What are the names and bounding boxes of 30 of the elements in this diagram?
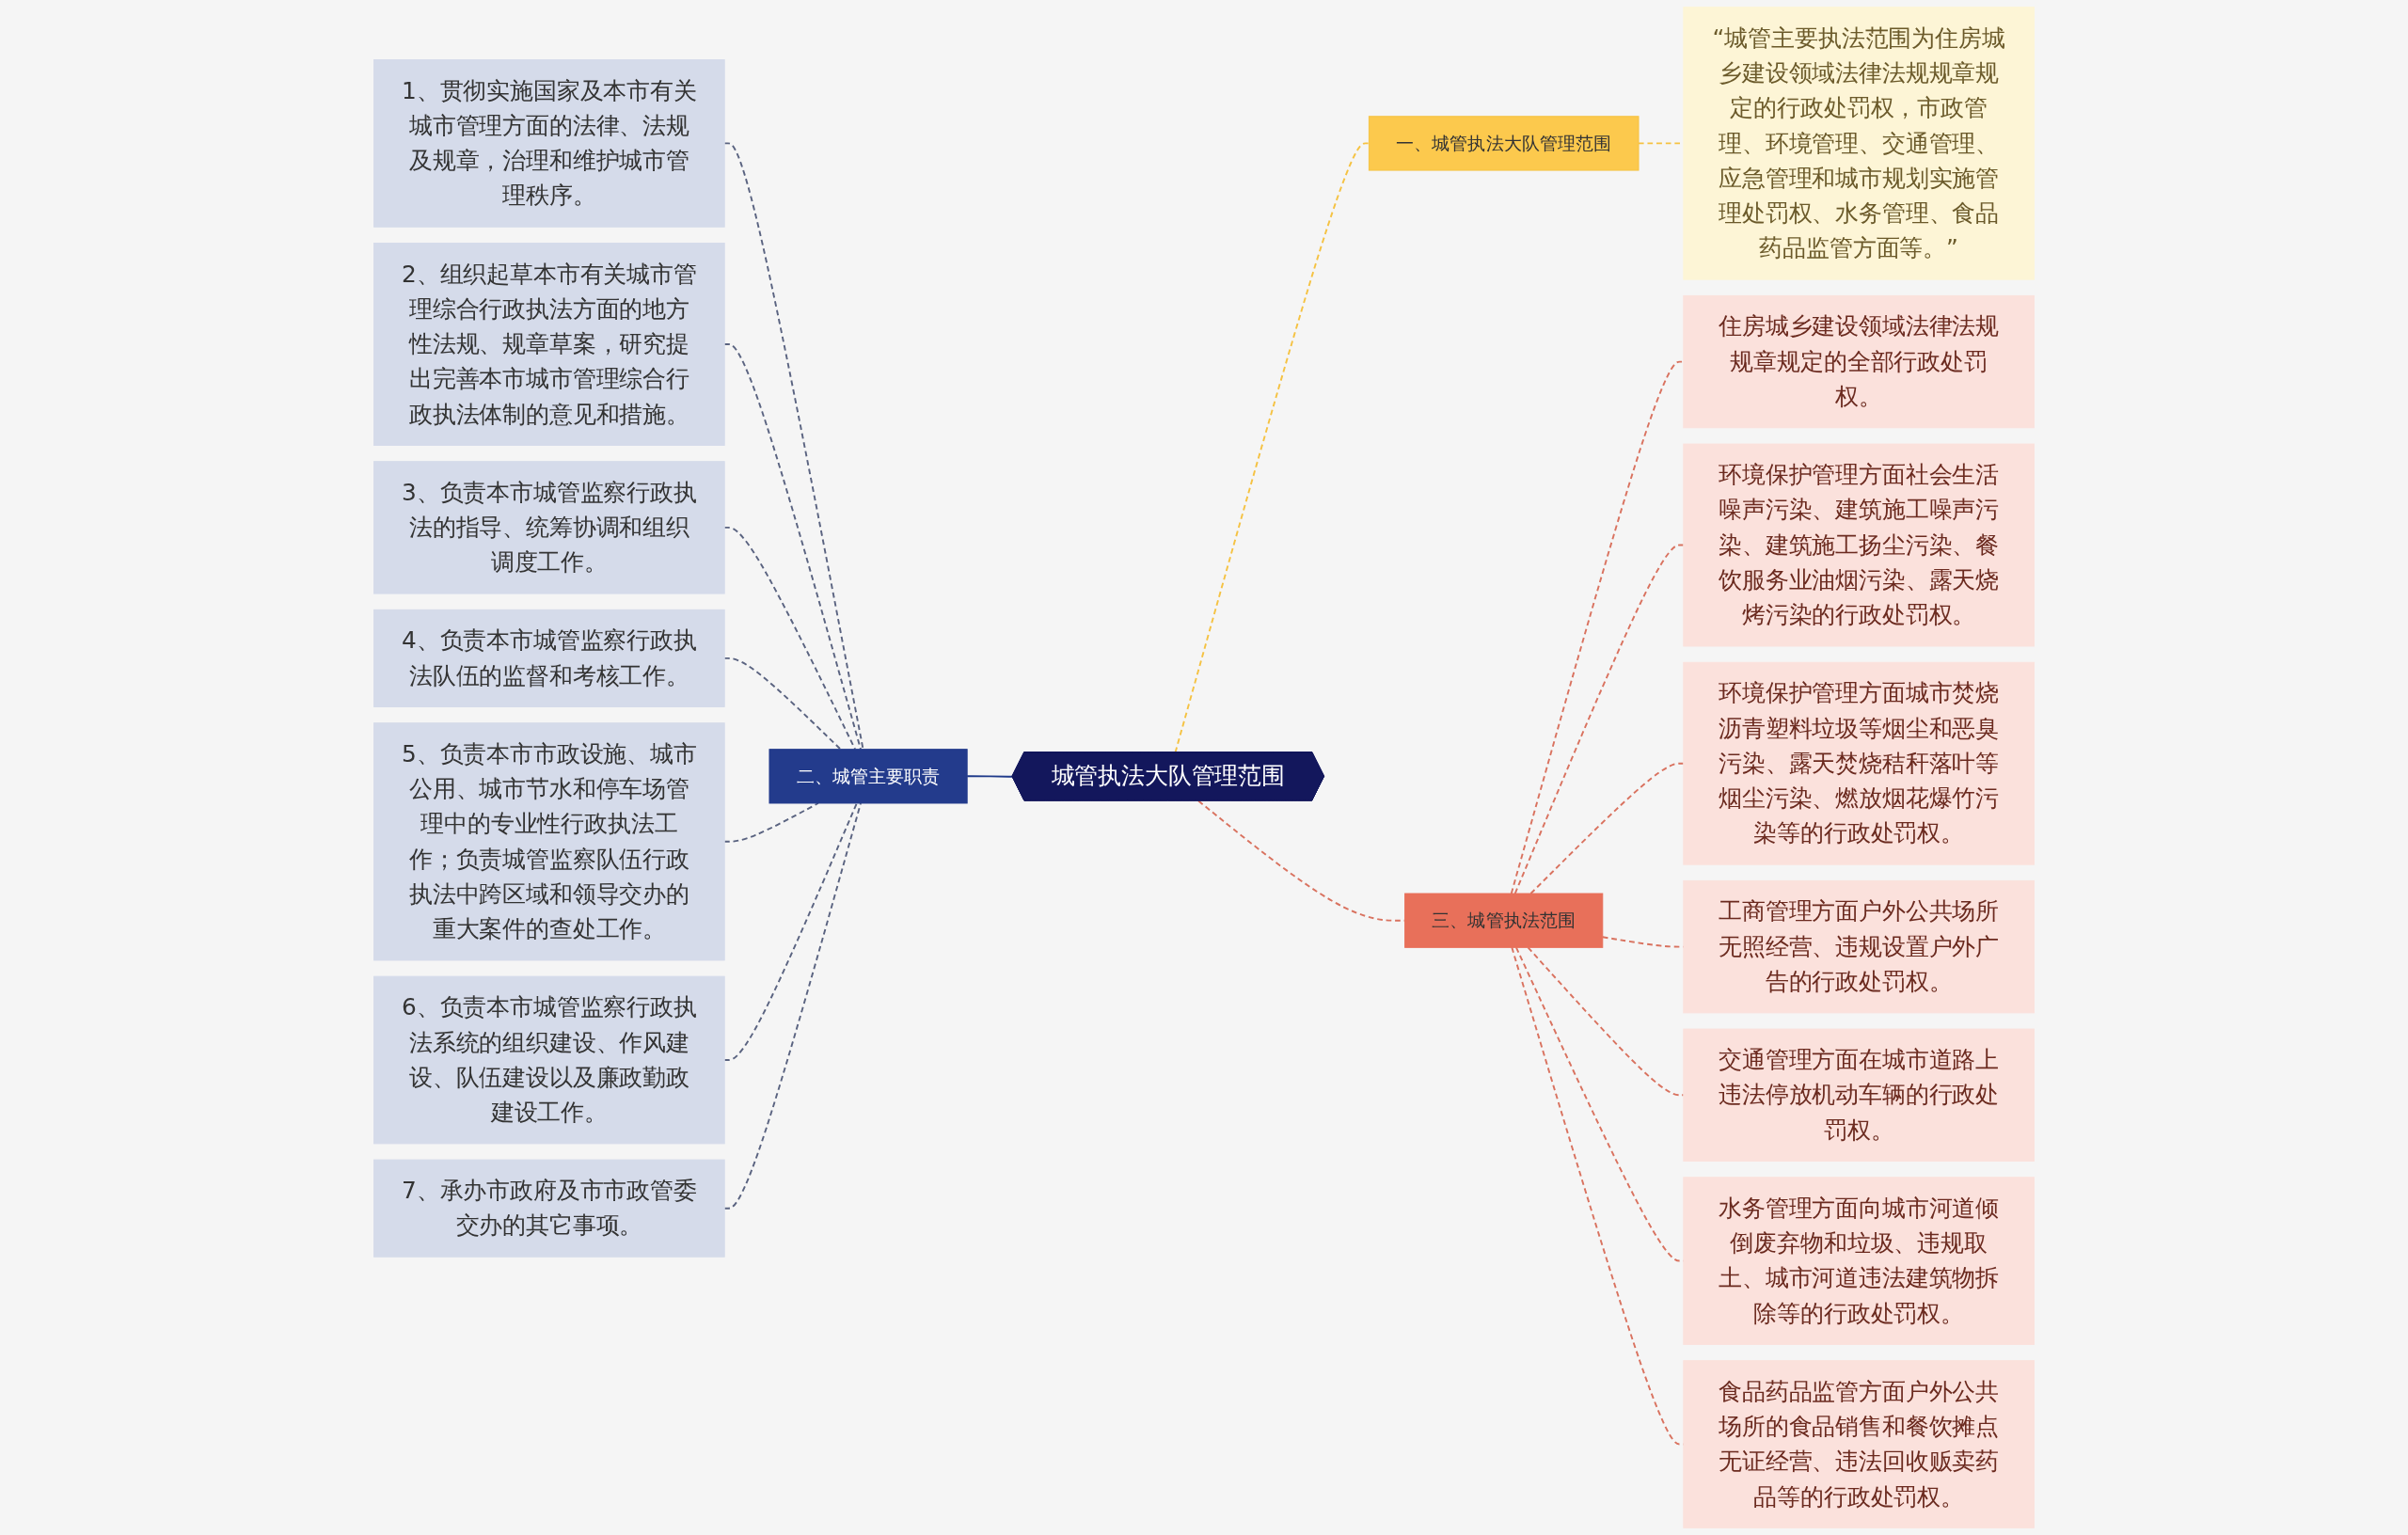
connector: [723, 526, 857, 751]
node-box: 三、城管执法范围: [1404, 893, 1604, 948]
node-box: 食品药品监管方面户外公共场所的食品销售和餐饮摊点无证经营、违法回收贩卖药品等的行政处罚权。: [1683, 1360, 2035, 1528]
node-box: 住房城乡建设领域法律法规规章规定的全部行政处罚权。: [1683, 294, 2035, 429]
node-box: 交通管理方面在城市道路上违法停放机动车辆的行政处罚权。: [1683, 1028, 2035, 1162]
connector: [723, 657, 842, 751]
node-box: “城管主要执法范围为住房城乡建设领域法律法规规章规定的行政处罚权，市政管理、环境管理、交通管理、应急管理和城市规划实施管理处罚权、水务管理、食品药品监管方面等。”: [1683, 7, 2035, 280]
connector: [1529, 762, 1685, 894]
node-box: 4、负责本市城管监察行政执法队伍的监督和考核工作。: [373, 609, 725, 707]
connector: [723, 142, 864, 751]
node-box: 2、组织起草本市有关城市管理综合行政执法方面的地方性法规、规章草案，研究提出完善本市城市管理综合行政执法体制的意见和措施。: [373, 242, 725, 446]
node-box: 3、负责本市城管监察行政执法的指导、统筹协调和组织调度工作。: [373, 461, 725, 594]
node-box: 工商管理方面户外公共场所无照经营、违规设置户外广告的行政处罚权。: [1683, 879, 2035, 1014]
node-box: 环境保护管理方面城市焚烧沥青塑料垃圾等烟尘和恶臭污染、露天焚烧秸秆落叶等烟尘污染、燃放烟花爆竹污染等的行政处罚权。: [1683, 661, 2035, 865]
node-box: 水务管理方面向城市河道倾倒废弃物和垃圾、违规取土、城市河道违法建筑物拆除等的行政处罚权。: [1683, 1177, 2035, 1345]
node-box: 6、负责本市城管监察行政执法系统的组织建设、作风建设、队伍建设以及廉政勤政建设工作。: [373, 975, 725, 1145]
connector: [723, 802, 819, 843]
connector: [966, 775, 1014, 778]
connector: [723, 343, 862, 751]
connector: [723, 802, 858, 1061]
connector: [723, 802, 862, 1210]
connector: [1513, 544, 1685, 894]
node-box: 环境保护管理方面社会生活噪声污染、建筑施工噪声污染、建筑施工扬尘污染、餐饮服务业油烟污染、露天烧烤污染的行政处罚权。: [1683, 443, 2035, 647]
node-box: 7、承办市政府及市市政管委交办的其它事项。: [373, 1159, 725, 1258]
node-box: 一、城管执法大队管理范围: [1368, 116, 1640, 171]
connector: [1510, 360, 1685, 894]
node-box: 5、负责本市市政设施、城市公用、城市节水和停车场管理中的专业性行政执法工作；负责城管监察队伍行政执法中跨区域和领导交办的重大案件的查处工作。: [373, 722, 725, 961]
node-box: 1、贯彻实施国家及本市有关城市管理方面的法律、法规及规章，治理和维护城市管理秩序。: [373, 59, 725, 228]
node-box: 二、城管主要职责: [768, 749, 968, 804]
connector: [1174, 142, 1370, 753]
